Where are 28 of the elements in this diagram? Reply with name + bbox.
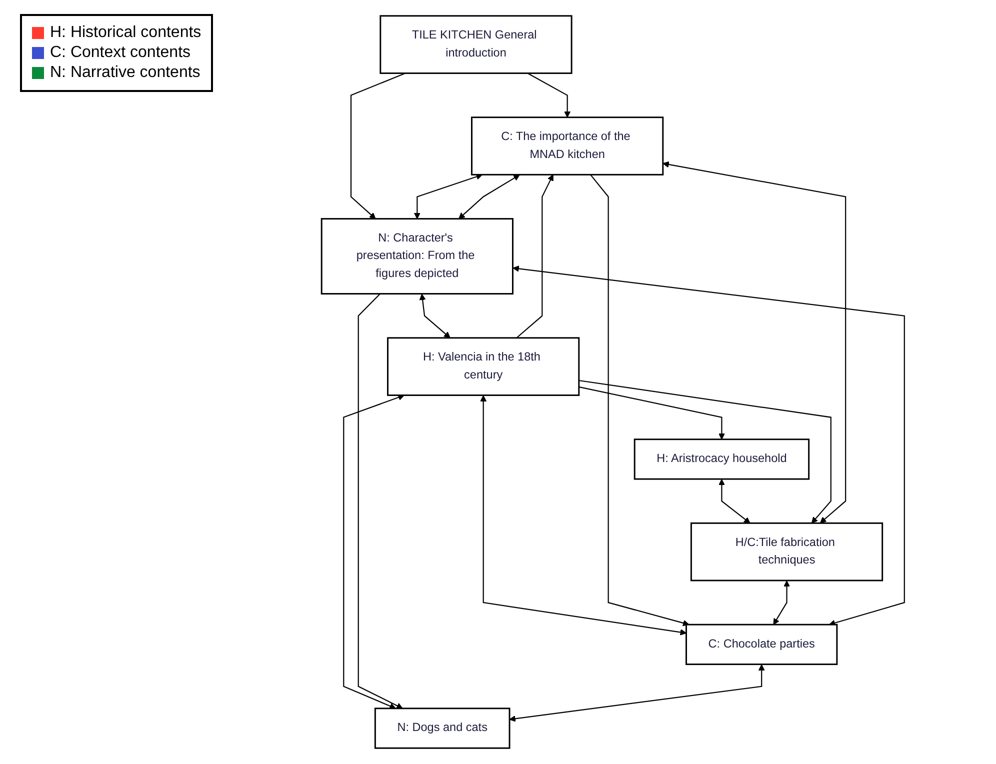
arrow (578, 386, 725, 440)
arrow (414, 174, 482, 220)
legend-text: H: Historical contents (50, 24, 202, 42)
arrow (343, 394, 404, 710)
arrow (578, 380, 832, 524)
node-box: H: Aristrocacy household (634, 438, 810, 480)
legend-text: C: Context contents (50, 44, 191, 62)
node-box: H: Valencia in the 18th century (387, 337, 580, 396)
arrow (516, 174, 554, 338)
arrow (773, 580, 790, 625)
node-box: H/C:Tile fabrication techniques (690, 522, 884, 582)
arrow (662, 161, 846, 524)
arrow (527, 72, 571, 118)
arrow (718, 479, 750, 524)
arrow (509, 664, 765, 722)
arrow (419, 294, 450, 338)
arrow (350, 72, 406, 220)
node-box: C: Chocolate parties (686, 624, 838, 666)
arrow (358, 293, 403, 709)
node-box: TILE KITCHEN General introduction (380, 15, 572, 74)
node-box: N: Dogs and cats (374, 708, 510, 749)
node-box: N: Character's presentation: From the figures depicted (320, 218, 514, 295)
arrow (512, 266, 905, 626)
arrow (458, 174, 520, 220)
arrow (590, 174, 690, 626)
legend-text: N: Narrative contents (50, 64, 200, 82)
arrow (480, 395, 687, 636)
node-box: C: The importance of the MNAD kitchen (471, 116, 664, 176)
